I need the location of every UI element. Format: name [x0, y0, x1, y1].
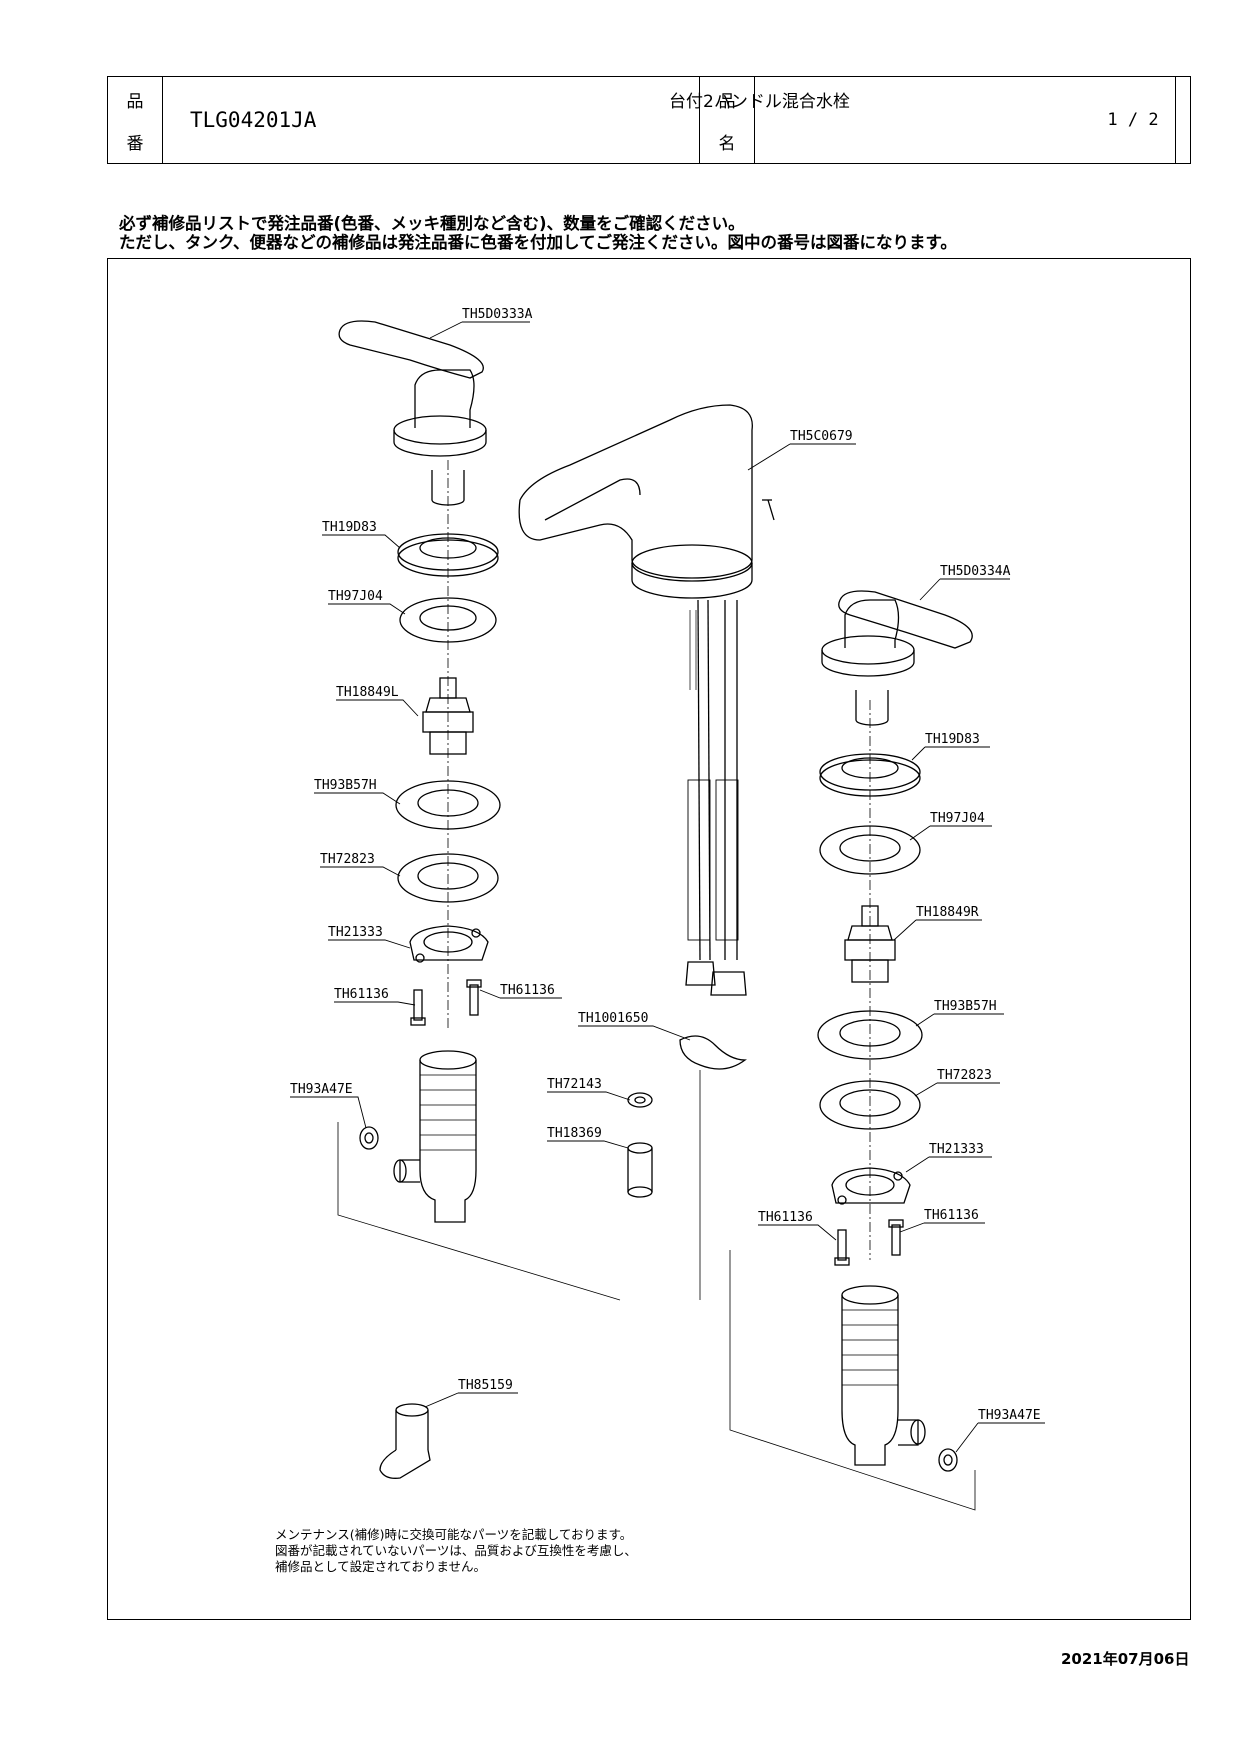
header-table: 品 番 TLG04201JA 品 名 台付2ハンドル混合水栓 1 / 2 — [107, 76, 1191, 164]
issue-date: 2021年07月06日 — [1061, 1650, 1190, 1668]
label-right-screw-l: TH61136 — [758, 1210, 813, 1225]
left-screws-drawing — [410, 979, 482, 1026]
left-washer3-hole — [417, 862, 479, 890]
label-left-seal: TH93A47E — [290, 1082, 353, 1097]
maintenance-note: メンテナンス(補修)時に交換可能なパーツを記載しております。 図番が記載されてい… — [275, 1527, 637, 1575]
right-washer2-hole — [839, 1019, 901, 1047]
label-right-seal: TH93A47E — [978, 1408, 1041, 1423]
label-right-holder: TH19D83 — [925, 732, 980, 747]
hinmei-label-cell: 品 名 — [700, 77, 755, 163]
left-washer1-hole — [419, 605, 477, 631]
right-washer1-drawing — [819, 825, 921, 875]
left-handle-drawing — [338, 320, 487, 506]
leader-lines — [290, 321, 1045, 1453]
left-washer3-drawing — [397, 853, 499, 903]
label-right-washer2: TH93B57H — [934, 999, 997, 1014]
maintenance-line1: メンテナンス(補修)時に交換可能なパーツを記載しております。 — [275, 1527, 633, 1542]
diagram-frame — [107, 258, 1191, 1620]
ban-label: 番 — [126, 134, 144, 154]
right-seal-hole — [943, 1454, 953, 1466]
right-handle-drawing — [821, 590, 973, 726]
product-name: 台付2ハンドル混合水栓 — [669, 92, 850, 112]
right-holder-drawing — [819, 753, 921, 797]
order-note-line2: ただし、タンク、便器などの補修品は発注品番に色番を付加してご発注ください。図中の… — [119, 233, 957, 252]
hin-label-2: 品 — [718, 92, 736, 112]
product-name-cell — [755, 77, 1176, 163]
left-holder-drawing — [397, 533, 499, 577]
right-piping-guide — [729, 1250, 976, 1511]
label-left-washer1: TH97J04 — [328, 589, 383, 604]
left-plate-drawing — [409, 925, 489, 963]
small-washer-drawing — [627, 1092, 653, 1108]
label-right-washer3: TH72823 — [937, 1068, 992, 1083]
small-washer-hole — [634, 1096, 646, 1104]
hinban-label-cell: 品 番 — [108, 77, 163, 163]
page-indicator: 1 / 2 — [1107, 110, 1159, 130]
label-left-cartridge: TH18849L — [336, 685, 399, 700]
left-shank-drawing — [393, 1050, 477, 1223]
label-left-handle: TH5D0333A — [462, 307, 533, 322]
right-washer2-drawing — [817, 1010, 923, 1060]
label-left-holder: TH19D83 — [322, 520, 377, 535]
label-right-washer1: TH97J04 — [930, 811, 985, 826]
model-cell — [163, 77, 700, 163]
model-number: TLG04201JA — [190, 108, 317, 132]
right-plate-drawing — [831, 1167, 911, 1205]
hin-label: 品 — [126, 92, 144, 112]
right-washer3-hole — [839, 1089, 901, 1117]
label-right-screw-r: TH61136 — [924, 1208, 979, 1223]
right-screws-drawing — [834, 1219, 904, 1266]
left-cartridge-drawing — [422, 677, 474, 755]
label-left-washer3: TH72823 — [320, 852, 375, 867]
hoses-drawing — [685, 599, 747, 996]
label-left-washer2: TH93B57H — [314, 778, 377, 793]
maintenance-line2: 図番が記載されていないパーツは、品質および互換性を考慮し、 — [275, 1543, 637, 1558]
left-washer2-hole — [417, 789, 479, 817]
label-left-screw-l: TH61136 — [334, 987, 389, 1002]
left-piping-guide — [337, 1122, 621, 1301]
left-seal-drawing — [359, 1126, 379, 1150]
label-small-washer: TH72143 — [547, 1077, 602, 1092]
right-seal-drawing — [938, 1448, 958, 1472]
label-nut: TH18369 — [547, 1126, 602, 1141]
right-washer3-drawing — [819, 1080, 921, 1130]
label-left-plate: TH21333 — [328, 925, 383, 940]
label-right-cartridge: TH18849R — [916, 905, 979, 920]
tool-drawing — [379, 1403, 431, 1479]
mei-label: 名 — [718, 134, 736, 154]
clip-drawing — [679, 1035, 747, 1070]
spout-drawing — [518, 404, 775, 599]
right-shank-drawing — [841, 1285, 926, 1466]
label-left-screw-r: TH61136 — [500, 983, 555, 998]
left-seal-hole — [364, 1132, 374, 1144]
label-right-plate: TH21333 — [929, 1142, 984, 1157]
right-cartridge-drawing — [844, 905, 896, 983]
label-clip: TH1001650 — [578, 1011, 648, 1026]
nut-drawing — [627, 1142, 653, 1198]
label-tool: TH85159 — [458, 1378, 513, 1393]
right-washer1-hole — [839, 834, 901, 862]
maintenance-line3: 補修品として設定されておりません。 — [275, 1559, 487, 1574]
left-washer1-drawing — [399, 597, 497, 643]
label-right-handle: TH5D0334A — [940, 564, 1011, 579]
order-note-line1: 必ず補修品リストで発注品番(色番、メッキ種別など含む)、数量をご確認ください。 — [119, 214, 745, 233]
label-spout: TH5C0679 — [790, 429, 853, 444]
left-washer2-drawing — [395, 780, 501, 830]
